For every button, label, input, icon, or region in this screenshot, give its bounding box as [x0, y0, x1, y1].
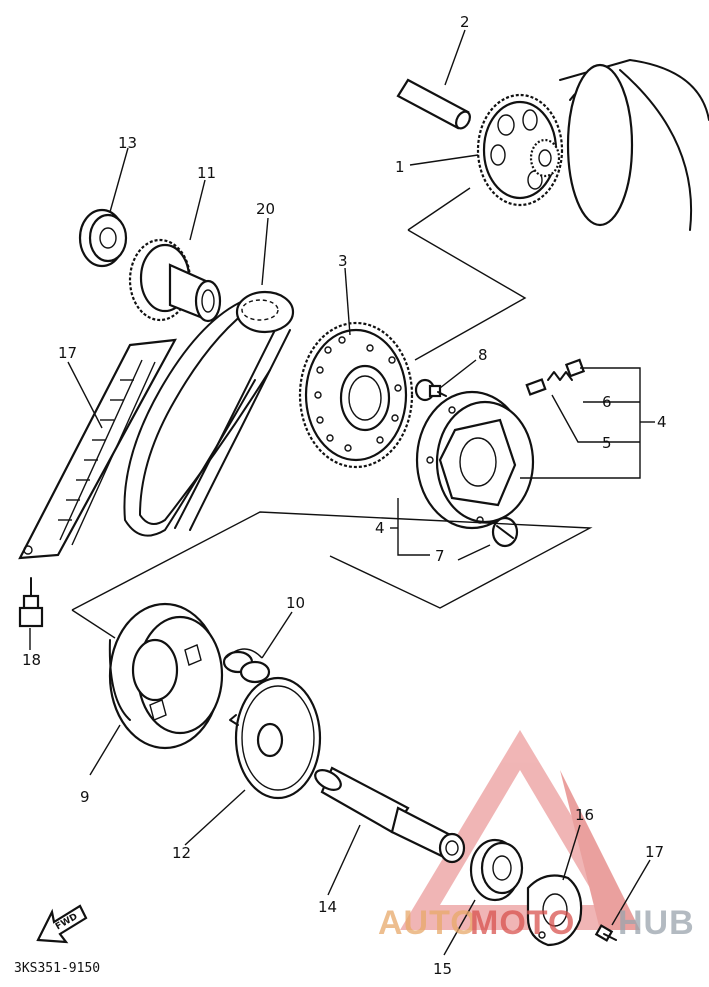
callout-20: 20	[256, 200, 275, 218]
callout-16: 16	[575, 806, 594, 824]
part-17-screw	[594, 924, 617, 942]
part-9-bolt	[414, 378, 447, 402]
callout-1: 1	[395, 158, 405, 176]
callout-4-left: 4	[375, 519, 385, 537]
part-11-disc	[229, 676, 322, 800]
part-10-cam	[222, 648, 271, 684]
part-8-drum	[108, 602, 224, 750]
leader-lines	[29, 29, 655, 956]
callout-17: 17	[645, 843, 664, 861]
part-7-cap	[564, 358, 586, 378]
part-15-bearing	[469, 838, 524, 902]
watermark-word-hub: HUB	[618, 904, 695, 942]
part-18-chain-guide	[18, 338, 177, 560]
callout-14: 13	[118, 134, 137, 152]
callout-8: 9	[80, 788, 90, 806]
callout-6: 5	[602, 434, 612, 452]
part-14-bearing	[78, 208, 128, 268]
callout-7: 6	[602, 393, 612, 411]
callout-19: 18	[22, 651, 41, 669]
part-4-starter-clutch	[415, 390, 535, 530]
callout-9: 8	[478, 346, 488, 364]
callout-13: 14	[318, 898, 337, 916]
watermark-text: AUTO MOTO HUB	[378, 904, 695, 942]
callout-labels: 2 1 13 11 20 3 17 8 6 4 5 4 7 10 18 9 12…	[22, 13, 667, 978]
part-13-shaft	[314, 766, 466, 864]
callout-4-right: 4	[657, 413, 667, 431]
part-1-sprocket	[476, 93, 564, 207]
callout-5: 7	[435, 547, 445, 565]
callout-10: 10	[286, 594, 305, 612]
callout-15: 15	[433, 960, 452, 978]
callout-3: 3	[338, 252, 348, 270]
callout-11: 12	[172, 844, 191, 862]
part-code: 3KS351-9150	[14, 961, 100, 976]
assembly-outline-lines	[71, 187, 593, 639]
fwd-arrow-icon: FWD	[36, 904, 88, 944]
part-19-bolt	[18, 577, 44, 628]
part-6-spring	[525, 371, 573, 396]
callout-2: 2	[460, 13, 470, 31]
callout-12: 11	[197, 164, 216, 182]
part-20-chain	[123, 290, 295, 537]
part-3-starter-gear	[298, 321, 414, 469]
part-16-plate	[526, 874, 583, 947]
crankshaft-housing	[559, 59, 709, 231]
watermark-word-auto: AUTO	[378, 904, 478, 942]
callout-18: 17	[58, 344, 77, 362]
part-5-roller	[491, 516, 519, 548]
part-12-gear-shaft	[128, 238, 222, 323]
part-2-pin	[396, 78, 471, 130]
watermark-word-moto: MOTO	[470, 904, 575, 942]
